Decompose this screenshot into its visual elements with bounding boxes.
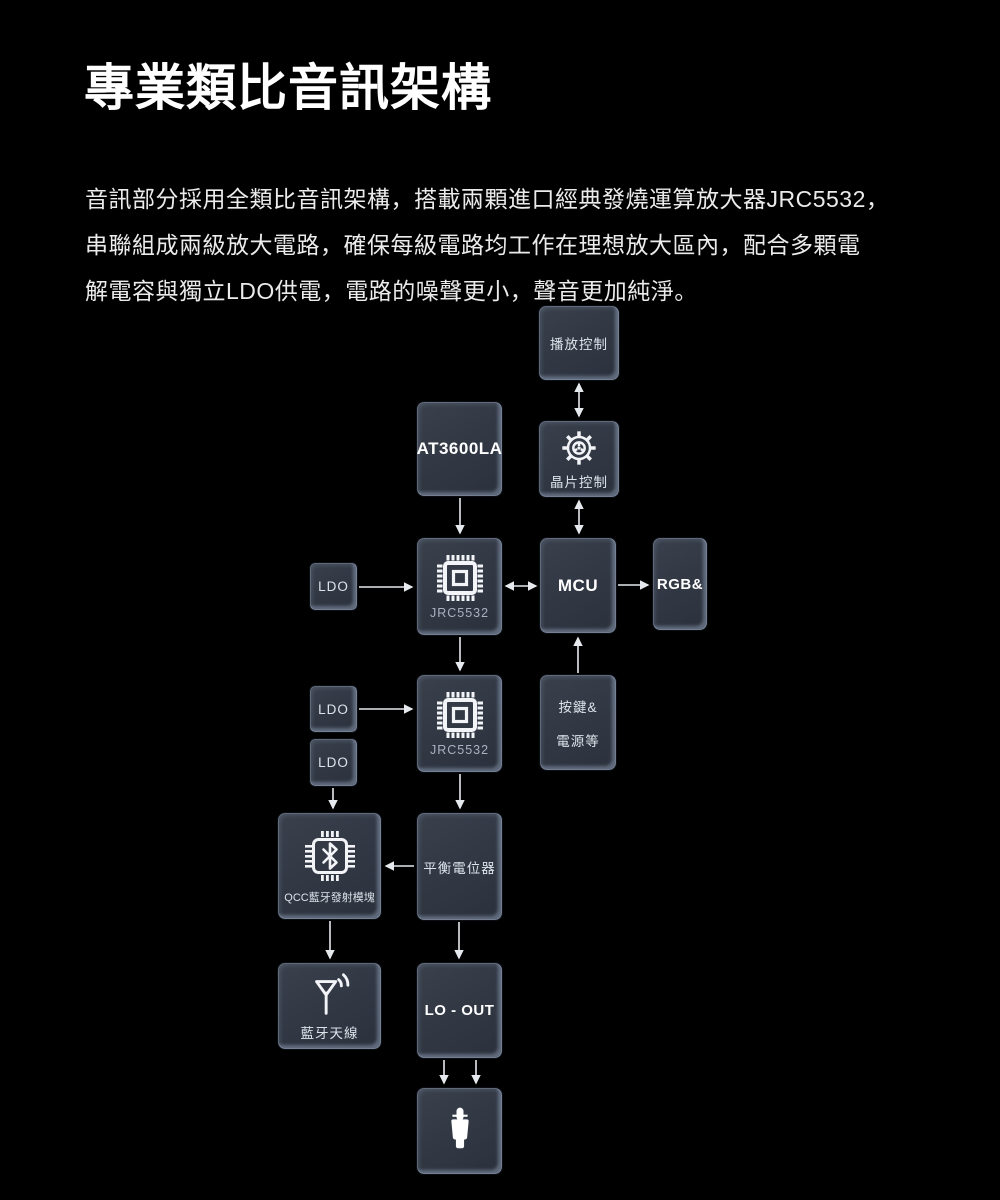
node-label: RGB& bbox=[656, 575, 704, 593]
paragraph-line-1: 音訊部分採用全類比音訊架構，搭載兩顆進口經典發燒運算放大器JRC5532， bbox=[85, 186, 890, 212]
antenna-icon bbox=[314, 973, 349, 1015]
node-balance-potentiometer: 平衡電位器 bbox=[416, 812, 503, 921]
node-keys-power: 按鍵& 電源等 bbox=[539, 674, 617, 771]
node-label: JRC5532 bbox=[429, 605, 490, 620]
node-bluetooth-antenna: 藍牙天線 bbox=[277, 962, 382, 1050]
node-label: 播放控制 bbox=[550, 337, 608, 352]
node-mcu: MCU bbox=[539, 537, 617, 634]
node-label: AT3600LA bbox=[416, 439, 503, 458]
node-ldo-1: LDO bbox=[309, 562, 358, 611]
page-title: 專業類比音訊架構 bbox=[84, 60, 492, 116]
node-opamp-jrc5532-2: JRC5532 bbox=[416, 674, 503, 773]
paragraph-line-3: 解電容與獨立LDO供電，電路的噪聲更小，聲音更加純淨。 bbox=[85, 278, 698, 304]
node-label: JRC5532 bbox=[429, 742, 490, 757]
chip-icon bbox=[436, 691, 483, 738]
paragraph-line-2: 串聯組成兩級放大電路，確保每級電路均工作在理想放大區內，配合多顆電 bbox=[85, 232, 861, 258]
node-label: LO - OUT bbox=[424, 1002, 495, 1019]
node-ldo-2: LDO bbox=[309, 685, 358, 733]
node-rgb: RGB& bbox=[652, 537, 708, 631]
node-label-line-1: 按鍵& bbox=[558, 699, 598, 715]
node-audio-output bbox=[416, 1087, 503, 1175]
node-label: LDO bbox=[318, 579, 349, 594]
intro-paragraph: 音訊部分採用全類比音訊架構，搭載兩顆進口經典發燒運算放大器JRC5532， 串聯… bbox=[85, 176, 935, 314]
node-opamp-jrc5532-1: JRC5532 bbox=[416, 537, 503, 636]
node-ldo-3: LDO bbox=[309, 738, 358, 787]
node-at3600la: AT3600LA bbox=[416, 401, 503, 497]
node-lo-out: LO - OUT bbox=[416, 962, 503, 1059]
gear-steering-icon bbox=[562, 430, 596, 465]
node-label: QCC藍牙發射模塊 bbox=[284, 892, 375, 904]
node-label-line-2: 電源等 bbox=[556, 733, 600, 749]
bluetooth-chip-icon bbox=[304, 831, 355, 881]
node-label: LDO bbox=[318, 755, 349, 770]
chip-icon bbox=[436, 554, 483, 601]
node-playback-control: 播放控制 bbox=[538, 305, 620, 381]
audio-plug-icon bbox=[450, 1107, 469, 1149]
node-label: MCU bbox=[557, 575, 599, 595]
node-chip-control: 晶片控制 bbox=[538, 420, 620, 498]
node-bluetooth-module: QCC藍牙發射模塊 bbox=[277, 812, 382, 920]
node-label: 藍牙天線 bbox=[300, 1026, 359, 1041]
node-label: LDO bbox=[318, 701, 349, 717]
node-label: 晶片控制 bbox=[550, 474, 608, 490]
node-label: 平衡電位器 bbox=[423, 860, 496, 876]
